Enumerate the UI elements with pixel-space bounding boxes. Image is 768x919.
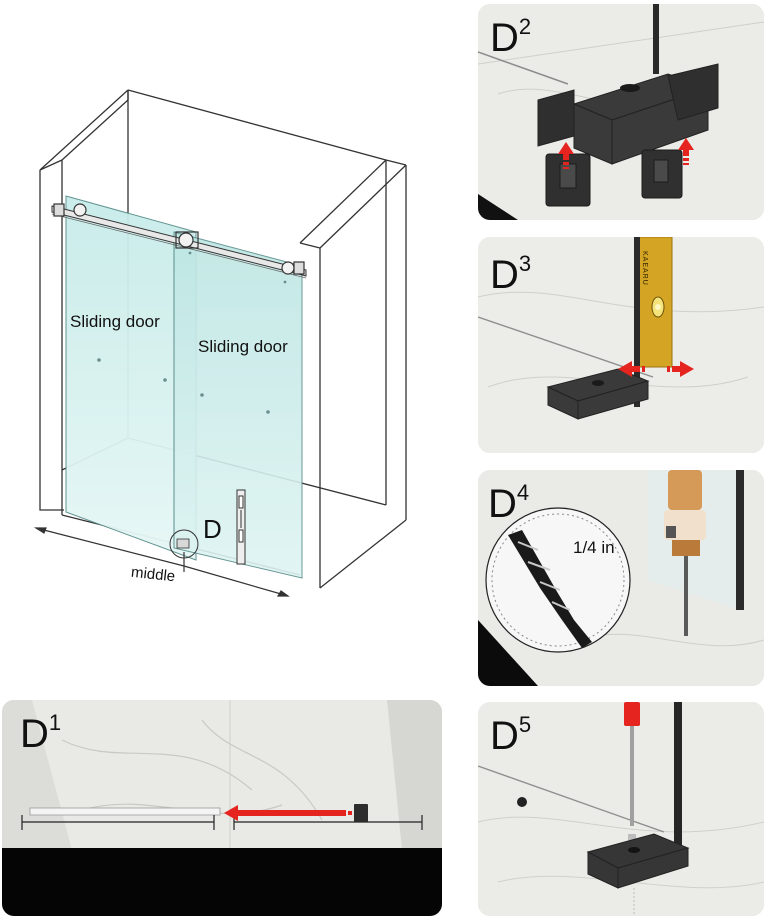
slide-direction-arrow [224,805,352,821]
step-d5-panel: D5 [478,702,764,916]
door-handle [236,489,246,565]
guide-inserts [545,149,683,207]
drill-bit-icon [508,530,592,648]
step-d1-panel: D1 [2,700,442,916]
step-d5-illustration [478,702,764,916]
spirit-level [634,237,673,407]
step-d4-panel: 1/4 in D4 [478,470,764,686]
left-glass-panel [65,195,197,561]
step-d4-illustration [478,470,764,686]
step-d4-label: D4 [488,480,529,526]
drill-size-label: 1/4 in [573,538,615,557]
left-door-label: Sliding door [70,312,160,331]
step-d3-panel: KAEARU D3 [478,237,764,453]
step-d2-illustration [478,4,764,220]
insert-up-arrows [558,138,694,169]
adjust-direction-arrows [618,361,694,377]
floor-guide-block [537,63,719,165]
drill-bit-zoom-circle [485,507,631,653]
step-d3-label: D3 [490,251,531,297]
step-d3-illustration [478,237,764,453]
level-brand-text: KAEARU [641,251,648,286]
step-d1-illustration [2,700,442,916]
right-door-label: Sliding door [198,337,288,356]
dimension-lines [33,527,290,597]
detail-d-marker: D [203,514,222,544]
screwdriver [624,702,640,826]
step-d5-label: D5 [490,712,531,758]
shower-enclosure-drawing [33,89,407,597]
roller-wheels [53,203,305,275]
shower-door-diagram: Sliding door Sliding door D middle [0,0,470,640]
floor-guide-block [354,804,368,822]
step-d1-label: D1 [20,710,61,756]
step-d2-panel: D2 [478,4,764,220]
power-drill [664,470,706,636]
step-d2-label: D2 [490,14,531,60]
